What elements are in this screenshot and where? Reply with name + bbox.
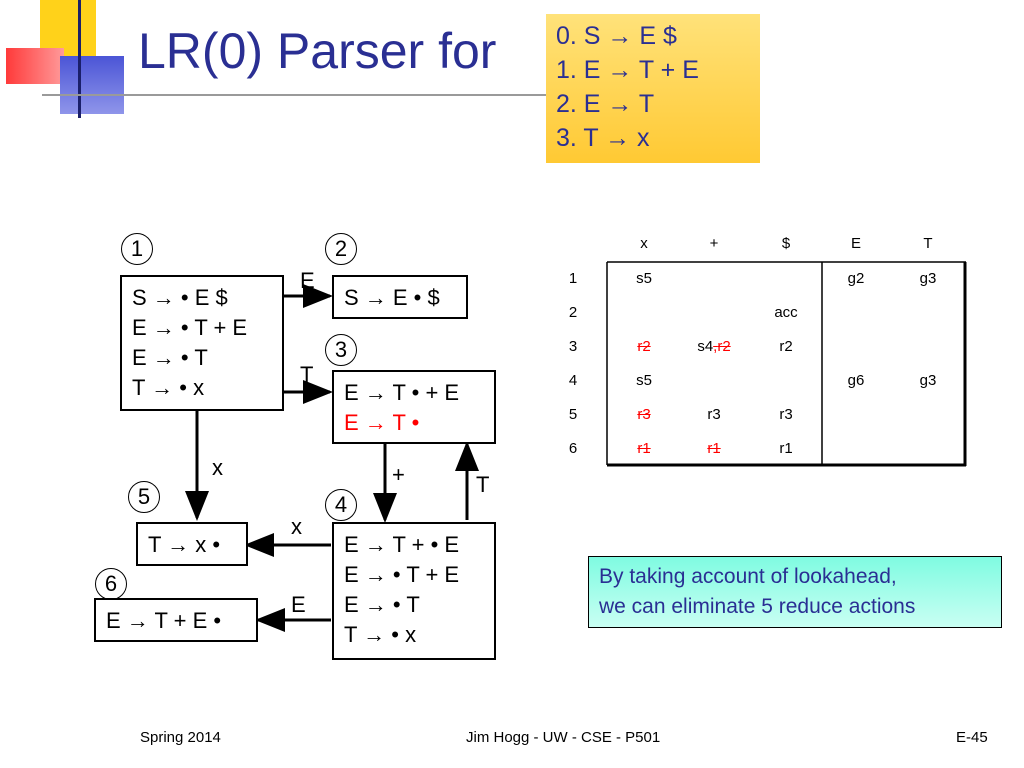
table-cell: r1 xyxy=(779,440,793,457)
item: S → • E $ xyxy=(132,285,228,310)
table-header: + xyxy=(709,235,719,252)
grammar-rule: 1. E → T + E xyxy=(556,56,699,84)
transition-label: T xyxy=(300,362,314,387)
state-number-2: 2 xyxy=(325,233,357,265)
state-3-box: E → T • + E E → T • xyxy=(332,370,496,444)
corner-decoration xyxy=(0,0,140,120)
table-cell: g3 xyxy=(919,372,937,389)
transition-label: T xyxy=(476,472,490,497)
footer-slide-number: E-45 xyxy=(956,729,988,746)
grammar-box: 0. S → E $ 1. E → T + E 2. E → T 3. T → … xyxy=(546,14,760,163)
state-4-box: E → T + • E E → • T + E E → • T T → • x xyxy=(332,522,496,660)
state-number-5: 5 xyxy=(128,481,160,513)
table-row-label: 1 xyxy=(568,270,578,287)
note-line: By taking account of lookahead, xyxy=(599,565,897,588)
table-cell-eliminated: r1 xyxy=(707,440,721,457)
table-cell: r3 xyxy=(779,406,793,423)
table-cell: g6 xyxy=(847,372,865,389)
transition-label: + xyxy=(392,462,405,487)
table-cell-conflict: s4,r2 xyxy=(684,338,744,355)
state-1-box: S → • E $ E → • T + E E → • T T → • x xyxy=(120,275,284,411)
note-box: By taking account of lookahead, we can e… xyxy=(588,556,1002,628)
table-row-label: 5 xyxy=(568,406,578,423)
table-cell-eliminated: r1 xyxy=(637,440,651,457)
table-header: E xyxy=(850,235,861,252)
shift-action: s4 xyxy=(697,338,714,355)
grammar-rule: 0. S → E $ xyxy=(556,22,677,50)
table-cell: g3 xyxy=(919,270,937,287)
state-6-box: E → T + E • xyxy=(94,598,258,642)
table-row-label: 2 xyxy=(568,304,578,321)
grammar-rule: 2. E → T xyxy=(556,90,655,118)
state-2-box: S → E • $ xyxy=(332,275,468,319)
table-cell: s5 xyxy=(636,372,652,389)
table-cell-eliminated: r3 xyxy=(637,406,651,423)
item: E → T + E • xyxy=(106,608,222,633)
table-cell: s5 xyxy=(636,270,652,287)
table-header: $ xyxy=(781,235,791,252)
transition-label: x xyxy=(212,455,223,480)
table-cell: r3 xyxy=(707,406,721,423)
item: S → E • $ xyxy=(344,285,440,310)
footer-date: Spring 2014 xyxy=(140,729,221,746)
item: T → x • xyxy=(148,532,221,557)
table-cell: r2 xyxy=(779,338,793,355)
item: E → • T xyxy=(132,345,208,370)
state-number-6: 6 xyxy=(95,568,127,600)
title-divider xyxy=(42,94,548,96)
table-header: T xyxy=(923,235,933,252)
item: E → • T + E xyxy=(132,315,248,340)
reduce-action-eliminated: r2 xyxy=(717,338,731,355)
item: E → T • + E xyxy=(344,380,460,405)
page-title: LR(0) Parser for xyxy=(138,23,497,79)
state-5-box: T → x • xyxy=(136,522,248,566)
note-line: we can eliminate 5 reduce actions xyxy=(599,595,916,618)
item: E → • T + E xyxy=(344,562,460,587)
transition-label: x xyxy=(291,514,302,539)
item: E → T + • E xyxy=(344,532,460,557)
state-number-3: 3 xyxy=(325,334,357,366)
item: T → • x xyxy=(344,622,417,647)
item-highlighted: E → T • xyxy=(344,410,420,435)
footer-author: Jim Hogg - UW - CSE - P501 xyxy=(466,729,661,746)
item: E → • T xyxy=(344,592,420,617)
separator: , xyxy=(713,338,718,355)
table-cell: acc xyxy=(774,304,798,321)
item: T → • x xyxy=(132,375,205,400)
table-header: x xyxy=(640,235,648,252)
state-number-4: 4 xyxy=(325,489,357,521)
transition-label: E xyxy=(300,268,315,293)
grammar-rule: 3. T → x xyxy=(556,124,650,152)
table-row-label: 3 xyxy=(568,338,578,355)
state-number-1: 1 xyxy=(121,233,153,265)
table-cell: g2 xyxy=(847,270,865,287)
transition-label: E xyxy=(291,592,306,617)
table-cell-eliminated: r2 xyxy=(637,338,651,355)
table-row-label: 4 xyxy=(568,372,578,389)
table-row-label: 6 xyxy=(568,440,578,457)
